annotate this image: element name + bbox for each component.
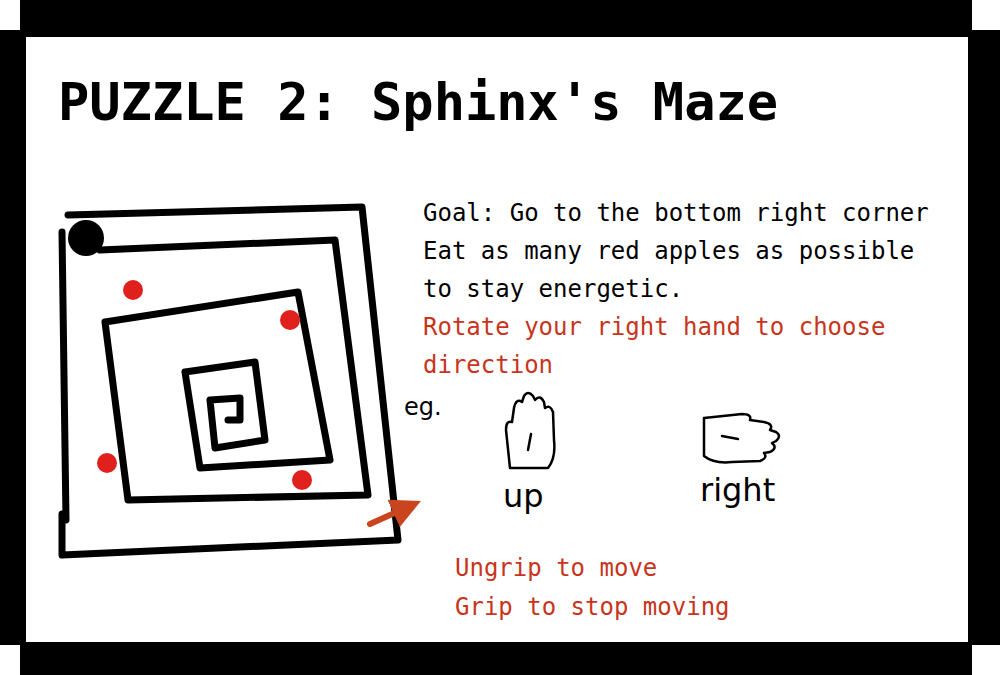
frame: [20, 0, 972, 675]
gesture-label: up: [503, 476, 583, 516]
hand-right-icon: [704, 414, 779, 462]
hand-up-icon: [506, 393, 554, 468]
gesture-label: right: [700, 470, 840, 510]
example-label: eg.: [404, 392, 484, 422]
goal-text: Goal: Go to the bottom right corner: [423, 194, 953, 232]
card-panel: [26, 37, 968, 642]
goal-text: Eat as many red apples as possible to st…: [423, 232, 953, 308]
puzzle-title: PUZZLE 2: Sphinx's Maze: [58, 74, 778, 131]
frame: [0, 30, 1000, 645]
player-ball: [68, 220, 104, 256]
instruction-text: Grip to stop moving: [455, 588, 935, 626]
exit-arrow: [370, 506, 410, 524]
apples: [97, 280, 312, 490]
instruction-text: Ungrip to move: [455, 549, 935, 587]
maze-walls: [62, 207, 398, 555]
instruction-text: Rotate your right hand to choose directi…: [423, 308, 953, 384]
